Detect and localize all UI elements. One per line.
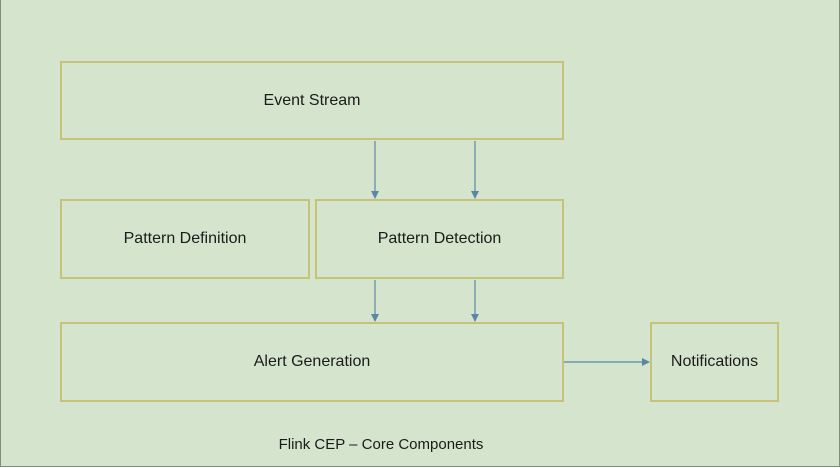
alert-generation-node: Alert Generation: [60, 322, 564, 402]
pattern-definition-label: Pattern Definition: [123, 230, 247, 247]
alert-generation-label: Alert Generation: [253, 353, 371, 370]
pattern-detection-label: Pattern Detection: [377, 230, 502, 247]
event-stream-node: Event Stream: [60, 61, 564, 140]
pattern-detection-node: Pattern Detection: [315, 199, 564, 279]
notifications-label: Notifications: [670, 353, 759, 370]
pattern-definition-node: Pattern Definition: [60, 199, 310, 279]
notifications-node: Notifications: [650, 322, 779, 402]
diagram-caption: Flink CEP – Core Components: [278, 436, 484, 453]
event-stream-label: Event Stream: [263, 91, 361, 109]
